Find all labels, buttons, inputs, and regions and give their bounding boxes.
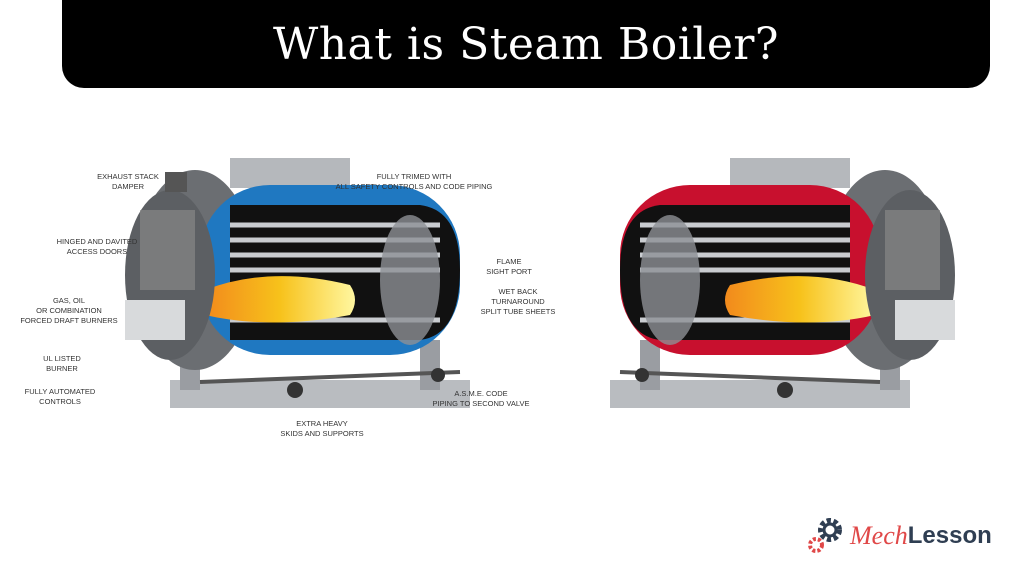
- label-line: CONTROLS: [39, 397, 81, 406]
- boiler-illustration-left: [125, 158, 470, 408]
- label-line: GAS, OIL: [52, 296, 86, 305]
- label-line: SIGHT PORT: [486, 267, 532, 276]
- label-line: DAMPER: [111, 182, 145, 191]
- gears-icon: [808, 518, 842, 553]
- label-line: FULLY AUTOMATED: [24, 387, 96, 396]
- label-line: A.S.M.E. CODE: [454, 389, 508, 398]
- label-line: EXTRA HEAVY: [296, 419, 348, 428]
- label-line: FULLY TRIMED WITH: [376, 172, 452, 181]
- label-line: SKIDS AND SUPPORTS: [280, 429, 364, 438]
- label-line: BURNER: [46, 364, 78, 373]
- label-line: WET BACK: [498, 287, 538, 296]
- logo-text-lesson: Lesson: [907, 522, 992, 549]
- label-line: FORCED DRAFT BURNERS: [20, 316, 118, 325]
- title-banner: What is Steam Boiler?: [62, 0, 990, 88]
- boiler-illustration-right: [610, 158, 955, 408]
- page-title: What is Steam Boiler?: [272, 18, 780, 70]
- label-line: HINGED AND DAVITED: [56, 237, 138, 246]
- label-line: PIPING TO SECOND VALVE: [432, 399, 530, 408]
- label-line: UL LISTED: [43, 354, 81, 363]
- label-line: EXHAUST STACK: [97, 172, 159, 181]
- label-line: FLAME: [496, 257, 522, 266]
- label-line: TURNAROUND: [491, 297, 545, 306]
- label-line: ACCESS DOORS: [66, 247, 128, 256]
- logo-text-mech: Mech: [850, 521, 908, 550]
- label-line: ALL SAFETY CONTROLS AND CODE PIPING: [335, 182, 493, 191]
- label-line: SPLIT TUBE SHEETS: [480, 307, 556, 316]
- label-line: OR COMBINATION: [36, 306, 102, 315]
